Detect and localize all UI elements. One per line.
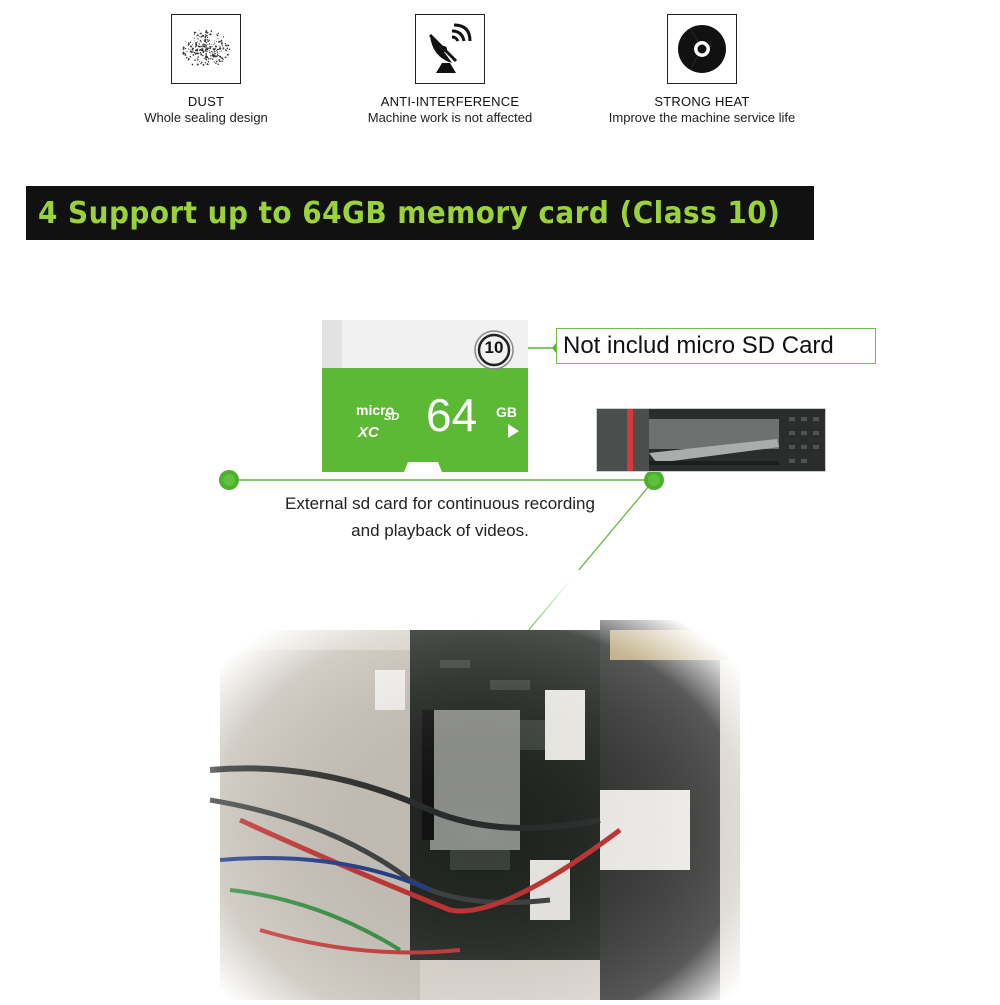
feature-anti-interference: ANTI-INTERFERENCE Machine work is not af…	[330, 14, 570, 125]
caption-line-1: External sd card for continuous recordin…	[285, 494, 595, 513]
feature-subtitle: Improve the machine service life	[608, 110, 796, 125]
feature-subtitle: Whole sealing design	[144, 110, 268, 125]
sd-unit: GB	[496, 404, 517, 420]
micro-sd-card-image: 10 micro SD XC 64 GB	[322, 320, 528, 472]
headline-text: 4 Support up to 64GB memory card (Class …	[38, 195, 781, 231]
camera-board-photo	[200, 570, 760, 1000]
dust-icon	[171, 14, 241, 84]
sd-brand-sd: SD	[384, 411, 400, 423]
caption-line-2: and playback of videos.	[351, 521, 529, 540]
not-included-callout: Not includ micro SD Card	[556, 328, 876, 364]
sd-capacity: 64	[426, 389, 478, 441]
sd-brand-micro: micro	[356, 402, 395, 418]
feature-subtitle: Machine work is not affected	[367, 110, 533, 125]
satellite-dish-icon	[415, 14, 485, 84]
feature-dust: DUST Whole sealing design	[86, 14, 326, 125]
sd-brand-xc: XC	[358, 424, 379, 441]
headline-banner: 4 Support up to 64GB memory card (Class …	[26, 186, 814, 240]
feature-title: ANTI-INTERFERENCE	[380, 94, 520, 109]
sd-slot-closeup-photo	[596, 408, 826, 472]
feature-title: DUST	[187, 94, 225, 109]
feature-title: STRONG HEAT	[654, 94, 750, 109]
callout-text: Not includ micro SD Card	[563, 332, 834, 359]
feature-caption: External sd card for continuous recordin…	[230, 490, 650, 544]
feature-strong-heat: STRONG HEAT Improve the machine service …	[582, 14, 822, 125]
class-badge: 10	[484, 338, 504, 357]
radiation-icon	[667, 14, 737, 84]
